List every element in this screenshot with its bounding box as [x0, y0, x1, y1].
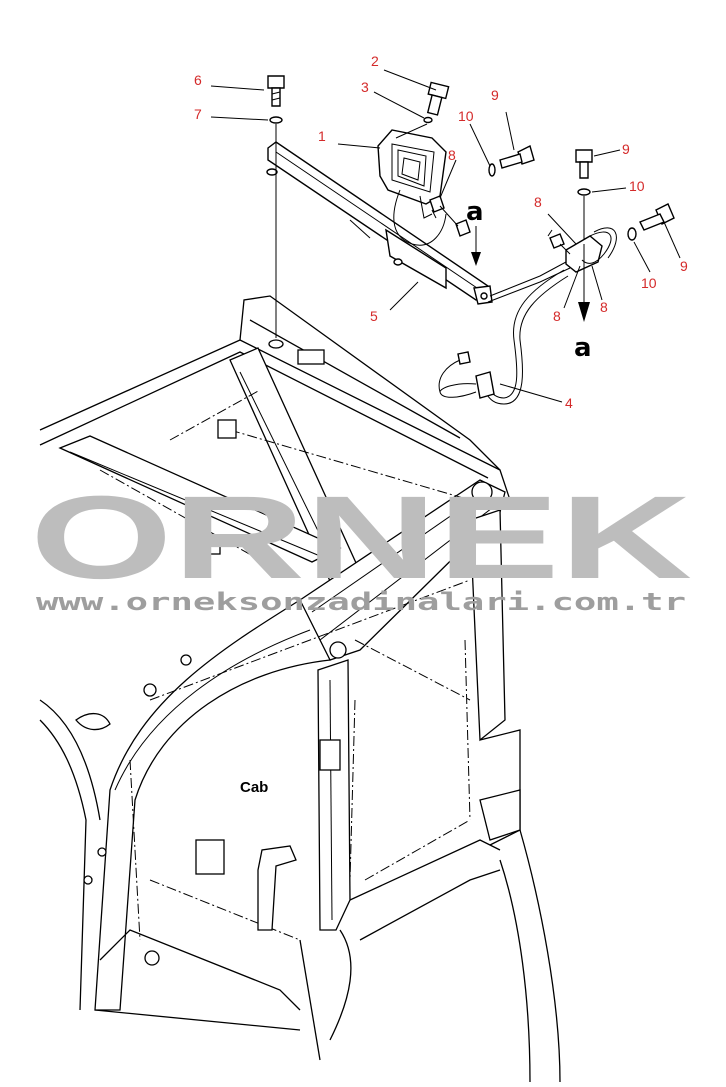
callout-2: 2 [371, 53, 379, 69]
watermark-text: ORNEK [30, 472, 692, 604]
work-lamp [377, 129, 447, 246]
reference-mark-a-right: a [574, 333, 592, 363]
callout-10-top: 10 [458, 108, 474, 124]
callout-9-right: 9 [622, 141, 630, 157]
leader-lines [210, 69, 681, 403]
watermark: ORNEK www.orneksonzadinalari.com.tr [30, 472, 692, 616]
callout-6: 6 [194, 72, 202, 88]
wiring-harness [429, 195, 617, 405]
callout-5: 5 [370, 308, 378, 324]
washer-item-3 [423, 116, 433, 124]
callout-4: 4 [565, 395, 573, 411]
watermark-url: www.orneksonzadinalari.com.tr [36, 588, 686, 616]
callout-8-lamp: 8 [448, 147, 456, 163]
callout-1: 1 [318, 128, 326, 144]
mounting-bracket [266, 141, 493, 305]
callout-10-right: 10 [629, 178, 645, 194]
cab-label: Cab [240, 779, 268, 796]
callout-8-left: 8 [534, 194, 542, 210]
bolt-item-2 [426, 81, 450, 116]
reference-arrow-upper: a [466, 197, 484, 266]
cab-frame: Cab [39, 295, 561, 1083]
washer-item-10-top [488, 163, 496, 177]
bolt-item-9-right [575, 149, 593, 179]
callout-8-right: 8 [600, 299, 608, 315]
callout-8-lower: 8 [553, 308, 561, 324]
callout-9-top: 9 [491, 87, 499, 103]
washer-item-7 [269, 116, 283, 124]
washer-item-10-right [577, 188, 591, 196]
callout-9-far: 9 [680, 258, 688, 274]
callout-3: 3 [361, 79, 369, 95]
reference-arrow-right: a [574, 244, 592, 363]
callout-labels: 6 7 2 3 1 8 10 9 5 9 10 8 8 8 10 9 4 [194, 53, 688, 411]
reference-mark-a-upper: a [466, 197, 484, 227]
bolt-item-9-top [499, 144, 535, 169]
washer-item-10-far [627, 227, 637, 241]
callout-10-far: 10 [641, 275, 657, 291]
mount-axis-lamp [395, 123, 428, 139]
callout-7: 7 [194, 106, 202, 122]
bolt-item-6 [267, 75, 285, 107]
bolt-item-9-far [639, 203, 675, 231]
